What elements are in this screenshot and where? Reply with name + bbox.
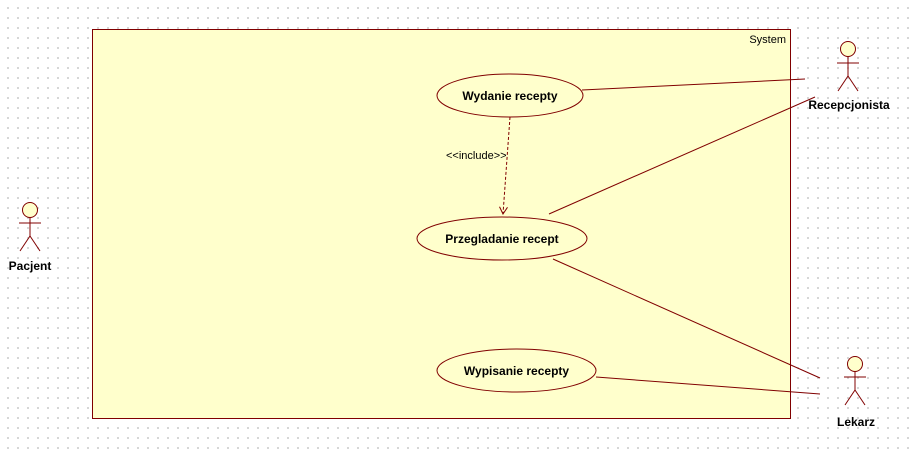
actor-icon	[19, 202, 41, 252]
actor-icon	[837, 41, 859, 92]
use-case-przegladanie-recept[interactable]: Przegladanie recept	[416, 216, 588, 261]
actor-icon	[844, 356, 866, 406]
use-case-label: Wypisanie recepty	[464, 364, 569, 378]
actor-label: Recepcjonista	[808, 98, 890, 112]
actor-label: Lekarz	[837, 415, 875, 429]
actor-lekarz[interactable]: Lekarz	[837, 356, 875, 430]
association-wydanie-recepcjonista[interactable]	[581, 78, 806, 91]
use-case-wypisanie-recepty[interactable]: Wypisanie recepty	[436, 348, 597, 393]
actor-label: Pacjent	[9, 259, 52, 273]
actor-pacjent[interactable]: Pacjent	[9, 202, 52, 274]
use-case-label: Wydanie recepty	[462, 89, 557, 103]
association-przegladanie-recepcjonista[interactable]	[548, 96, 816, 215]
system-label: System	[749, 34, 786, 46]
actor-recepcjonista[interactable]: Recepcjonista	[808, 41, 890, 113]
use-case-label: Przegladanie recept	[445, 232, 558, 246]
association-przegladanie-lekarz[interactable]	[552, 258, 821, 379]
include-stereotype-label: <<include>>	[446, 150, 507, 162]
use-case-wydanie-recepty[interactable]: Wydanie recepty	[436, 73, 584, 118]
include-dependency[interactable]: <<include>>	[446, 116, 511, 216]
association-wypisanie-lekarz[interactable]	[595, 376, 821, 395]
